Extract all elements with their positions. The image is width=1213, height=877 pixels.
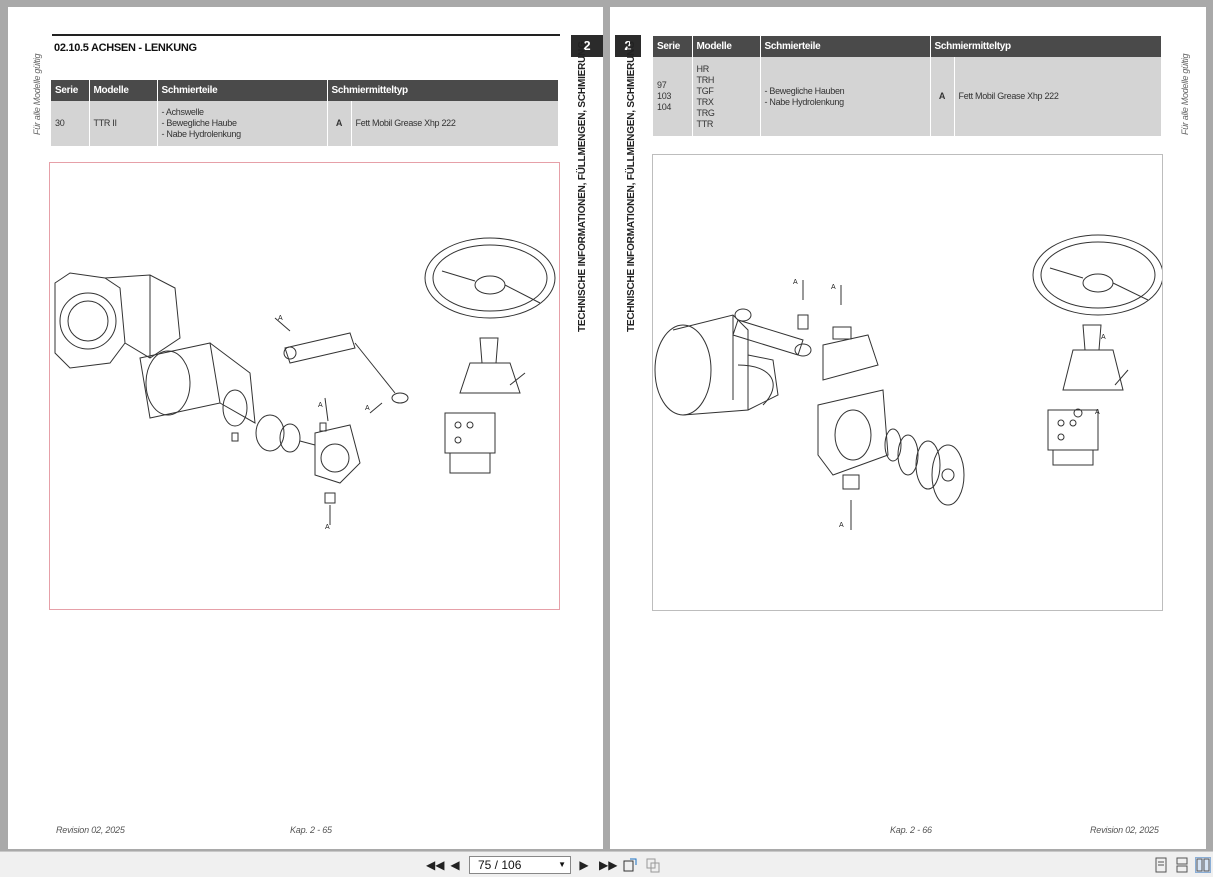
rotate-icon[interactable] xyxy=(622,857,638,873)
cell-type: Fett Mobil Grease Xhp 222 xyxy=(954,57,1162,136)
grease-point-label: A xyxy=(278,315,283,322)
grease-point-label: A xyxy=(793,279,798,286)
header-schmierteile: Schmierteile xyxy=(760,36,931,57)
header-serie: Serie xyxy=(51,80,90,101)
header-modelle: Modelle xyxy=(692,36,761,57)
exploded-view-illustration: A A A A A xyxy=(654,234,1164,530)
table-row: 30 TTR II - Achswelle - Bewegliche Haube… xyxy=(51,101,559,146)
exploded-view-illustration: A A A A xyxy=(54,237,556,531)
header-modelle: Modelle xyxy=(89,80,158,101)
viewer-toolbar: ◀◀ ◀ 75 / 106 ▼ ▶ ▶▶ xyxy=(0,851,1213,877)
section-rule xyxy=(52,34,560,36)
header-serie: Serie xyxy=(653,36,693,57)
lubrication-table: Serie Modelle Schmierteile Schmiermittel… xyxy=(653,36,1162,136)
chapter-vertical-title: TECHNISCHE INFORMATIONEN, FÜLLMENGEN, SC… xyxy=(626,41,637,332)
cell-code: A xyxy=(327,101,352,146)
chevron-down-icon: ▼ xyxy=(558,860,566,869)
grease-point-label: A xyxy=(1101,334,1106,341)
two-page-view-icon[interactable] xyxy=(1195,857,1211,873)
side-note: Für alle Modelle gültig xyxy=(1180,53,1190,135)
header-schmierteile: Schmierteile xyxy=(157,80,328,101)
grease-point-label: A xyxy=(365,405,370,412)
grease-point-label: A xyxy=(1095,409,1100,416)
copy-icon[interactable] xyxy=(645,857,661,873)
prev-page-icon[interactable]: ◀ xyxy=(450,858,460,872)
chapter-badge: 2 xyxy=(615,35,641,57)
footer-revision: Revision 02, 2025 xyxy=(56,825,125,835)
cell-schmierteile: - Bewegliche Hauben - Nabe Hydrolenkung xyxy=(760,57,931,136)
cell-schmierteile: - Achswelle - Bewegliche Haube - Nabe Hy… xyxy=(157,101,328,146)
grease-point-label: A xyxy=(325,524,330,531)
lubrication-table: Serie Modelle Schmierteile Schmiermittel… xyxy=(51,80,559,146)
header-schmiermitteltyp: Schmiermitteltyp xyxy=(930,36,1162,57)
side-note: Für alle Modelle gültig xyxy=(32,53,42,135)
grease-point-label: A xyxy=(318,402,323,409)
footer-page-number: Kap. 2 - 65 xyxy=(290,825,332,835)
next-page-icon[interactable]: ▶ xyxy=(579,858,589,872)
continuous-view-icon[interactable] xyxy=(1175,857,1189,873)
footer-revision: Revision 02, 2025 xyxy=(1090,825,1159,835)
last-page-icon[interactable]: ▶▶ xyxy=(599,858,618,872)
footer-page-number: Kap. 2 - 66 xyxy=(890,825,932,835)
document-viewer[interactable]: Für alle Modelle gültig 02.10.5 ACHSEN -… xyxy=(0,0,1213,851)
page-right: 2 TECHNISCHE INFORMATIONEN, FÜLLMENGEN, … xyxy=(610,7,1206,849)
cell-modelle: TTR II xyxy=(89,101,158,146)
chapter-vertical-title: TECHNISCHE INFORMATIONEN, FÜLLMENGEN, SC… xyxy=(577,41,588,332)
cell-serie: 97 103 104 xyxy=(653,57,693,136)
single-page-view-icon[interactable] xyxy=(1154,857,1168,873)
cell-type: Fett Mobil Grease Xhp 222 xyxy=(351,101,559,146)
section-title: 02.10.5 ACHSEN - LENKUNG xyxy=(54,42,197,54)
table-row: 97 103 104 HR TRH TGF TRX TRG TTR - Bewe… xyxy=(653,57,1162,136)
cell-serie: 30 xyxy=(51,101,90,146)
page-left: Für alle Modelle gültig 02.10.5 ACHSEN -… xyxy=(8,7,603,849)
grease-point-label: A xyxy=(839,522,844,529)
cell-code: A xyxy=(930,57,955,136)
header-schmiermitteltyp: Schmiermitteltyp xyxy=(327,80,559,101)
chapter-badge: 2 xyxy=(571,35,603,57)
axle-steering-drawing: A A A A A xyxy=(652,154,1164,611)
first-page-icon[interactable]: ◀◀ xyxy=(426,858,445,872)
grease-point-label: A xyxy=(831,284,836,291)
page-indicator: 75 / 106 xyxy=(478,858,522,872)
axle-steering-drawing: A A A A xyxy=(49,162,560,610)
page-number-select[interactable]: 75 / 106 ▼ xyxy=(469,856,571,874)
cell-modelle: HR TRH TGF TRX TRG TTR xyxy=(692,57,761,136)
